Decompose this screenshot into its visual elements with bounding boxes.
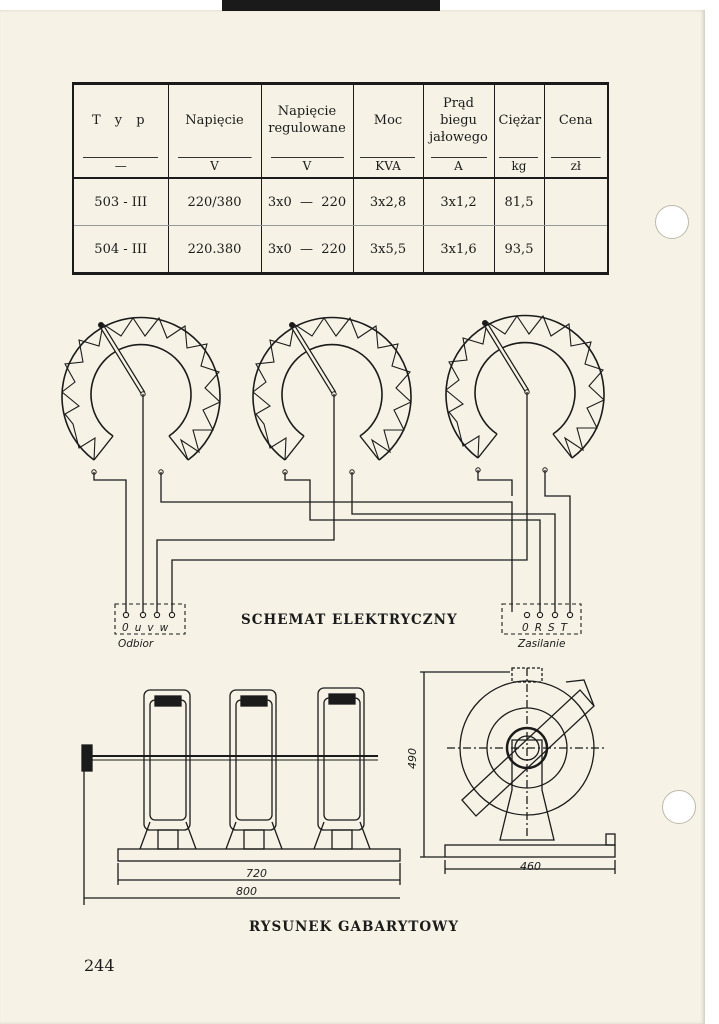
table-cell: 220.380 <box>167 225 261 274</box>
header-power: Moc <box>352 83 423 155</box>
header-price: Cena <box>543 83 608 155</box>
punch-hole <box>662 790 696 824</box>
dim-height: 490 <box>406 748 419 769</box>
side-view <box>420 667 616 874</box>
table-cell: 3x0 — 220 <box>260 225 353 274</box>
punch-hole <box>655 205 689 239</box>
table-cell: 93,5 <box>493 225 544 274</box>
table-cell: 3x1,2 <box>422 178 494 226</box>
load-caption: Odbior <box>118 638 154 650</box>
table-cell <box>543 225 608 274</box>
unit-cell: A <box>422 155 494 179</box>
header-voltage: Napięcie <box>167 83 261 155</box>
table-cell: 81,5 <box>493 178 544 226</box>
wiring <box>93 392 571 612</box>
load-terminal-labels: 0uvw <box>122 622 175 634</box>
table-cell: 3x2,8 <box>352 178 423 226</box>
unit-cell: V <box>260 155 353 179</box>
handwheel <box>81 744 93 772</box>
table-cell: 503 - III <box>72 178 168 226</box>
page-number: 244 <box>84 956 115 975</box>
dim-width-outer: 800 <box>236 885 257 898</box>
unit-cell: V <box>167 155 261 179</box>
table-cell: 3x5,5 <box>352 225 423 274</box>
transformer-unit-2 <box>225 689 283 850</box>
dim-depth: 460 <box>520 860 541 873</box>
header-weight: Ciężar <box>493 83 544 155</box>
scan-edge <box>222 0 440 11</box>
unit-cell: — <box>72 155 168 179</box>
unit-cell: zł <box>543 155 608 179</box>
table-row: 504 - III 220.380 3x0 — 220 3x5,5 3x1,6 … <box>72 225 608 274</box>
table-cell: 3x1,6 <box>422 225 494 274</box>
dimension-drawing-title: RYSUNEK GABARYTOWY <box>249 919 459 935</box>
table-row: 503 - III 220/380 3x0 — 220 3x2,8 3x1,2 … <box>72 178 608 226</box>
table-cell <box>543 178 608 226</box>
unit-row: — V V KVA A kg zł <box>72 155 608 179</box>
table-cell: 504 - III <box>72 225 168 274</box>
header-type: T y p <box>72 83 168 155</box>
table-cell: 220/380 <box>167 178 261 226</box>
unit-cell: kg <box>493 155 544 179</box>
unit-cell: KVA <box>352 155 423 179</box>
base-plate <box>117 848 401 862</box>
transformer-unit-3 <box>313 687 371 850</box>
supply-terminal-labels: 0RST <box>522 622 574 634</box>
table-cell: 3x0 — 220 <box>260 178 353 226</box>
dim-width-inner: 720 <box>246 867 267 880</box>
schematic-title: SCHEMAT ELEKTRYCZNY <box>241 612 458 628</box>
load-terminal-box <box>114 603 186 635</box>
supply-terminal-box <box>501 603 582 635</box>
transformer-unit-1 <box>139 689 197 850</box>
supply-caption: Zasilanie <box>518 638 566 650</box>
